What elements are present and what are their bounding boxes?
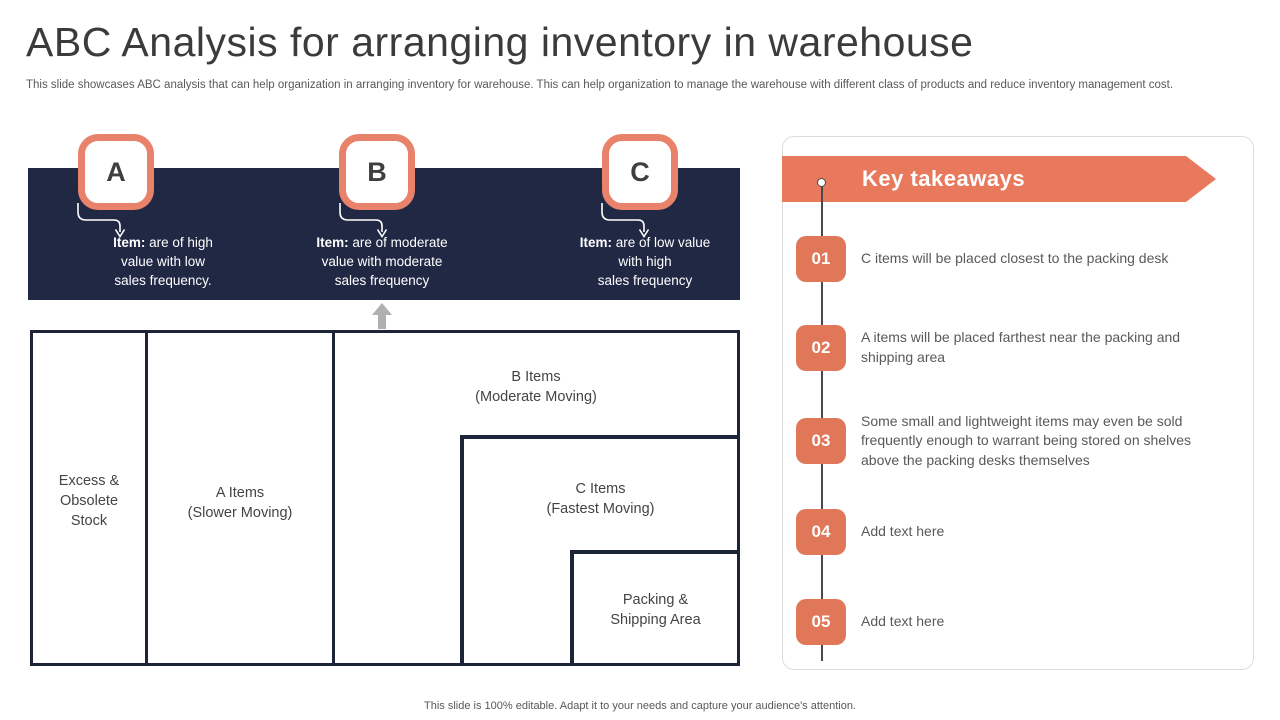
class-a-badge: A: [78, 134, 154, 210]
connector-arrow-b-icon: [339, 203, 388, 238]
takeaway-number-badge: 05: [796, 599, 846, 645]
connector-arrow-c-icon: [601, 203, 650, 238]
key-takeaways-header-arrow: Key takeaways: [782, 156, 1216, 202]
page-title: ABC Analysis for arranging inventory in …: [26, 19, 974, 65]
takeaway-text: A items will be placed farthest near the…: [861, 329, 1181, 365]
key-takeaways-title: Key takeaways: [862, 166, 1026, 191]
takeaway-text-placeholder: Add text here: [861, 523, 945, 540]
takeaway-item-5: 05 Add text here: [796, 599, 1236, 645]
zone-label-packing-shipping: Packing & Shipping Area: [610, 592, 701, 628]
class-c-badge: C: [602, 134, 678, 210]
layout-divider-1: [145, 333, 148, 663]
takeaway-item-2: 02 A items will be placed farthest near …: [796, 325, 1236, 371]
takeaway-text-placeholder: Add text here: [861, 613, 945, 630]
key-takeaways-panel: Key takeaways 01 C items will be placed …: [782, 136, 1254, 670]
takeaway-item-3: 03 Some small and lightweight items may …: [796, 413, 1236, 468]
class-c-description: Item: are of low value with high sales f…: [579, 235, 711, 288]
class-a-description: Item: are of high value with low sales f…: [113, 235, 213, 288]
class-c-item-label: Item:: [579, 235, 612, 250]
up-arrow-icon: [372, 303, 392, 329]
zone-label-a-items: A Items (Slower Moving): [187, 485, 293, 521]
zone-label-excess-obsolete: Excess & Obsolete Stock: [58, 473, 120, 529]
class-a-letter: A: [106, 156, 126, 187]
class-b-letter: B: [367, 156, 387, 187]
takeaway-text: C items will be placed closest to the pa…: [861, 250, 1169, 267]
timeline-start-dot: [817, 178, 826, 187]
class-c-letter: C: [630, 156, 650, 187]
class-a-item-label: Item:: [113, 235, 146, 250]
takeaway-number-badge: 02: [796, 325, 846, 371]
warehouse-layout-diagram: Excess & Obsolete Stock A Items (Slower …: [30, 330, 740, 666]
class-b-description: Item: are of moderate value with moderat…: [316, 235, 448, 288]
class-b-badge: B: [339, 134, 415, 210]
slide-footer-note: This slide is 100% editable. Adapt it to…: [424, 700, 856, 712]
takeaway-number-badge: 03: [796, 418, 846, 464]
zone-label-c-items: C Items (Fastest Moving): [546, 481, 655, 517]
zone-label-b-items: B Items (Moderate Moving): [475, 369, 597, 405]
connector-arrow-a-icon: [77, 203, 126, 238]
takeaway-item-1: 01 C items will be placed closest to the…: [796, 236, 1236, 282]
page-subtitle: This slide showcases ABC analysis that c…: [26, 79, 1174, 91]
takeaway-item-4: 04 Add text here: [796, 509, 1236, 555]
packing-zone-box: [570, 550, 737, 663]
takeaway-text: Some small and lightweight items may eve…: [861, 412, 1191, 468]
class-b-item-label: Item:: [316, 235, 349, 250]
layout-divider-2: [332, 333, 335, 663]
takeaway-number-badge: 01: [796, 236, 846, 282]
takeaway-number-badge: 04: [796, 509, 846, 555]
